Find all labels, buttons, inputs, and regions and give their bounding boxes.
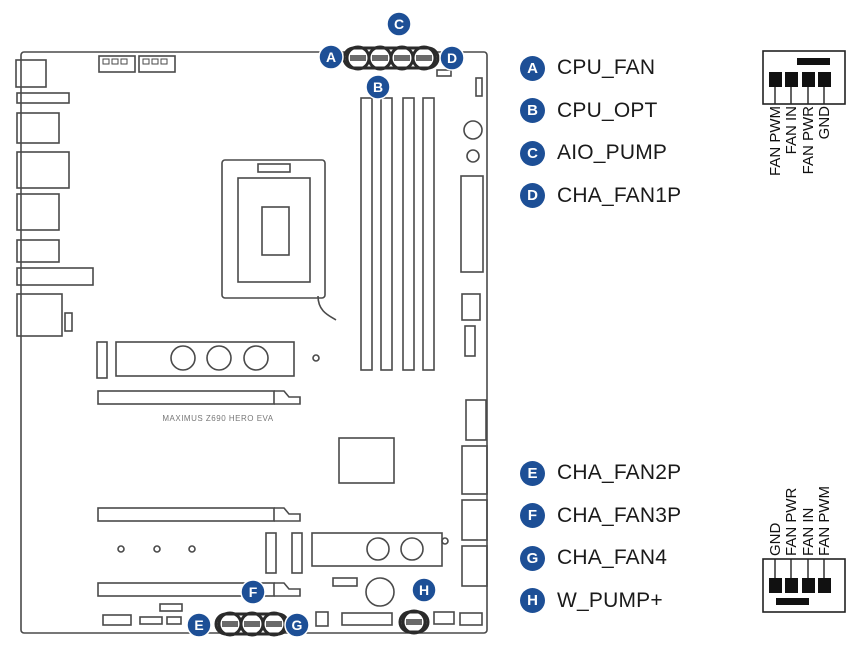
header-badge: B bbox=[520, 98, 545, 124]
pinout-label-fan-in: FAN IN bbox=[800, 508, 817, 556]
board-badge-c: C bbox=[386, 11, 412, 37]
legend-item-aio-pump: C AIO_PUMP bbox=[520, 132, 681, 175]
dimm-slot bbox=[402, 97, 415, 371]
header-badge: E bbox=[520, 460, 545, 486]
board-badge-f: F bbox=[240, 579, 266, 605]
header-name: CPU_FAN bbox=[557, 56, 656, 80]
cpu-socket-frame bbox=[221, 159, 326, 299]
rear-io-port bbox=[16, 112, 60, 144]
legend-item-cpu-opt: B CPU_OPT bbox=[520, 90, 681, 133]
board-badge-letter: H bbox=[419, 582, 429, 598]
header-name: CPU_OPT bbox=[557, 98, 658, 122]
dimm-slot bbox=[360, 97, 373, 371]
pinout-label-gnd: GND bbox=[816, 106, 833, 140]
board-badge-letter: B bbox=[373, 79, 383, 95]
legend-item-cha-fan3p: F CHA_FAN3P bbox=[520, 495, 681, 538]
board-label: MAXIMUS Z690 HERO EVA bbox=[162, 414, 273, 423]
header-badge: F bbox=[520, 503, 545, 529]
pinout-label-fan-pwr: FAN PWR bbox=[800, 106, 817, 175]
fan-header bbox=[401, 609, 427, 635]
header-name: CHA_FAN1P bbox=[557, 183, 682, 207]
coin-battery bbox=[463, 120, 483, 140]
board-badge-letter: E bbox=[194, 617, 203, 633]
pcie-slot bbox=[97, 390, 275, 405]
m2-slot bbox=[96, 341, 108, 379]
legend-item-cha-fan2p: E CHA_FAN2P bbox=[520, 452, 681, 495]
legend-item-w-pump: H W_PUMP+ bbox=[520, 580, 681, 623]
pinout-label-gnd: GND bbox=[767, 523, 784, 557]
fan-header bbox=[411, 45, 437, 71]
m2-heatsink bbox=[115, 341, 295, 377]
pinout-label-fan-pwr: FAN PWR bbox=[783, 487, 800, 556]
m2-heatsink bbox=[311, 532, 443, 567]
pinout-header-top bbox=[762, 50, 846, 105]
board-badge-letter: C bbox=[394, 16, 404, 32]
header-badge: H bbox=[520, 588, 545, 614]
fan-header-cluster bbox=[214, 611, 290, 637]
board-badge-letter: G bbox=[292, 617, 303, 633]
legend-item-cha-fan4: G CHA_FAN4 bbox=[520, 537, 681, 580]
board-badge-a: A bbox=[318, 44, 344, 70]
board-badge-letter: D bbox=[447, 50, 457, 66]
board-badge-letter: F bbox=[249, 584, 258, 600]
rear-io-port bbox=[15, 59, 47, 88]
legend-item-cpu-fan: A CPU_FAN bbox=[520, 47, 681, 90]
cpu-socket-center bbox=[261, 206, 290, 256]
header-badge: D bbox=[520, 183, 545, 209]
header-badge: G bbox=[520, 545, 545, 571]
pinout-label-fan-in: FAN IN bbox=[783, 106, 800, 154]
chipset bbox=[338, 437, 395, 484]
board-badge-d: D bbox=[439, 45, 465, 71]
atx-power-connector bbox=[460, 175, 484, 273]
pinout-header-bottom bbox=[762, 558, 846, 613]
dimm-slot bbox=[422, 97, 435, 371]
header-name: CHA_FAN3P bbox=[557, 503, 682, 527]
header-badge: C bbox=[520, 140, 545, 166]
cpu-power-connector bbox=[138, 55, 176, 73]
header-name: W_PUMP+ bbox=[557, 588, 663, 612]
dimm-slot bbox=[380, 97, 393, 371]
board-badge-g: G bbox=[284, 612, 310, 638]
board-badge-e: E bbox=[186, 612, 212, 638]
pinout-label-fan-pwm: FAN PWM bbox=[767, 106, 784, 176]
board-badge-letter: A bbox=[326, 49, 336, 65]
rear-io-port bbox=[16, 193, 60, 231]
rear-io-port bbox=[64, 312, 73, 332]
rear-io-port bbox=[16, 293, 63, 337]
pinout-label-fan-pwm: FAN PWM bbox=[816, 486, 833, 556]
cpu-power-connector bbox=[98, 55, 136, 73]
legend-top: A CPU_FAN B CPU_OPT C AIO_PUMP D CHA_FAN1P bbox=[520, 47, 681, 217]
cpu-socket bbox=[237, 177, 311, 283]
rear-io-port bbox=[16, 92, 70, 104]
rear-io-port bbox=[16, 239, 60, 263]
fan-header-cluster bbox=[342, 45, 440, 71]
rear-io-port bbox=[16, 151, 70, 189]
header-name: AIO_PUMP bbox=[557, 141, 668, 165]
pcie-slot bbox=[97, 582, 275, 597]
fan-header-cluster bbox=[398, 609, 430, 635]
header-name: CHA_FAN2P bbox=[557, 461, 682, 485]
header-badge: A bbox=[520, 55, 545, 81]
board-badge-h: H bbox=[411, 577, 437, 603]
legend-item-cha-fan1p: D CHA_FAN1P bbox=[520, 175, 681, 218]
rear-io-port bbox=[16, 267, 94, 286]
board-badge-b: B bbox=[365, 74, 391, 100]
header-name: CHA_FAN4 bbox=[557, 546, 668, 570]
pcie-slot bbox=[97, 507, 275, 522]
